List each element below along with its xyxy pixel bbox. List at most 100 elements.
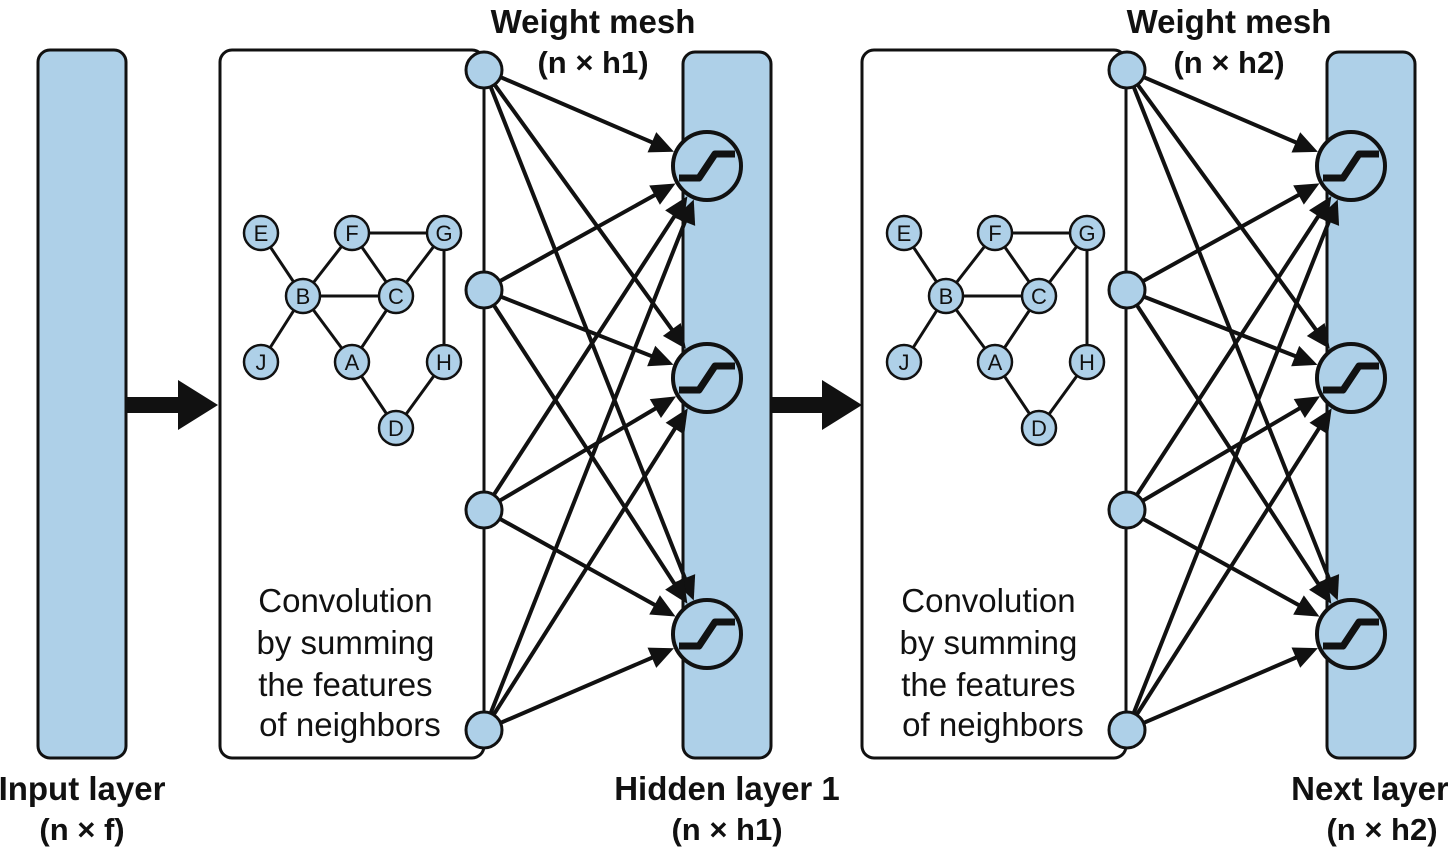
- mesh-arrowhead: [662, 322, 686, 349]
- mesh-arrowhead: [647, 647, 674, 668]
- sigmoid-step-icon: [1323, 362, 1379, 394]
- mesh-connection: [1141, 190, 1305, 284]
- mesh-input-node: [464, 490, 504, 530]
- input-layer-title: Input layer: [0, 770, 166, 807]
- mesh-connection: [499, 75, 659, 147]
- graph-node-label-h: H: [1079, 350, 1095, 375]
- mesh-arrowhead: [1293, 595, 1320, 617]
- convolution-box-2: [860, 48, 1128, 760]
- arrow-hidden-to-conv: [771, 380, 862, 430]
- mesh-connection: [1135, 83, 1321, 336]
- sigmoid-step-icon: [1323, 618, 1379, 650]
- graph-node-b: [927, 277, 965, 315]
- mesh-input-node: [464, 50, 504, 90]
- mesh-arrowhead: [647, 345, 674, 367]
- mesh-arrowhead: [1291, 647, 1318, 668]
- graph-node-j: [242, 343, 280, 381]
- graph-node-g: [1068, 214, 1106, 252]
- convolution-box-1: [218, 48, 486, 760]
- graph-node-label-b: B: [296, 284, 311, 309]
- graph-node-b: [284, 277, 322, 315]
- graph-node-label-f: F: [345, 221, 358, 246]
- graph-node-f: [976, 214, 1014, 252]
- mesh-arrowhead: [1293, 396, 1320, 418]
- hidden-layer-dims: (n × h1): [671, 812, 782, 847]
- mesh-connection: [492, 304, 680, 590]
- graph-node-label-j: J: [256, 350, 267, 375]
- mesh-arrowhead: [1293, 183, 1320, 205]
- mesh-connection: [498, 190, 661, 284]
- graph-node-f: [333, 214, 371, 252]
- hidden-layer-title: Hidden layer 1: [614, 770, 840, 807]
- mesh-connection: [492, 83, 677, 336]
- graph-node-label-b: B: [939, 284, 954, 309]
- mesh-connection: [492, 210, 680, 496]
- mesh-connection: [499, 653, 659, 725]
- graph-node-a: [333, 343, 371, 381]
- mesh-arrowhead: [1309, 408, 1332, 435]
- graph-node-label-f: F: [988, 221, 1001, 246]
- graph-node-label-a: A: [988, 350, 1003, 375]
- mesh-connection: [498, 516, 661, 610]
- mesh-connection: [1143, 294, 1302, 361]
- graph-node-label-e: E: [897, 221, 912, 246]
- mesh-arrowhead: [1291, 345, 1318, 367]
- graph-node-g: [425, 214, 463, 252]
- graph-node-e: [885, 214, 923, 252]
- mesh-connection: [488, 86, 690, 585]
- next-layer-title: Next layer: [1291, 770, 1448, 807]
- mesh-arrowhead: [649, 183, 676, 205]
- mesh-arrowhead: [1291, 132, 1318, 153]
- graph-node-label-c: C: [1031, 284, 1047, 309]
- mesh-input-node: [464, 270, 504, 310]
- mesh-connection: [1134, 422, 1324, 716]
- mesh-connection: [488, 215, 690, 714]
- graph-node-c: [377, 277, 415, 315]
- mesh-connection: [1135, 303, 1324, 590]
- graph-node-label-d: D: [388, 416, 404, 441]
- graph-node-label-a: A: [345, 350, 360, 375]
- mesh-input-node: [1107, 270, 1147, 310]
- graph-node-d: [377, 409, 415, 447]
- graph-node-label-d: D: [1031, 416, 1047, 441]
- sigmoid-step-icon: [679, 618, 735, 650]
- graph-node-label-j: J: [899, 350, 910, 375]
- graph-node-h: [425, 343, 463, 381]
- graph-node-label-c: C: [388, 284, 404, 309]
- graph-node-label-g: G: [435, 221, 452, 246]
- mesh-connection: [1135, 210, 1324, 497]
- mesh-arrowhead: [1309, 577, 1332, 604]
- mesh-connection: [1141, 403, 1306, 503]
- mesh-input-node: [1107, 50, 1147, 90]
- mesh-arrowhead: [674, 199, 696, 226]
- mesh-input-node: [1107, 490, 1147, 530]
- sigmoid-step-icon: [679, 362, 735, 394]
- weight-mesh-1-title: Weight mesh: [491, 3, 696, 40]
- mesh-arrowhead: [665, 577, 688, 604]
- mesh-arrowhead: [1306, 323, 1330, 349]
- convolution-caption-2: Convolution by summing the features of n…: [899, 582, 1086, 743]
- mesh-connection: [491, 422, 680, 716]
- graph-node-e: [242, 214, 280, 252]
- next-layer-dims: (n × h2): [1326, 812, 1437, 847]
- mesh-input-node: [464, 710, 504, 750]
- weight-mesh-2-title: Weight mesh: [1127, 3, 1332, 40]
- mesh-connection: [1142, 75, 1303, 147]
- weight-mesh-1-dims: (n × h1): [537, 45, 648, 80]
- sigmoid-step-icon: [1323, 150, 1379, 182]
- graph-node-label-g: G: [1078, 221, 1095, 246]
- graph-node-a: [976, 343, 1014, 381]
- arrow-input-to-conv: [126, 380, 218, 430]
- weight-mesh-2: [1107, 50, 1387, 750]
- mesh-connection: [500, 294, 658, 361]
- graph-node-label-e: E: [254, 221, 269, 246]
- mesh-connection: [498, 403, 662, 503]
- input-layer-bar: [36, 48, 128, 760]
- graph-node-h: [1068, 343, 1106, 381]
- mesh-connection: [1131, 85, 1333, 585]
- weight-mesh-2-dims: (n × h2): [1173, 45, 1284, 80]
- sigmoid-step-icon: [679, 150, 735, 182]
- graph-node-j: [885, 343, 923, 381]
